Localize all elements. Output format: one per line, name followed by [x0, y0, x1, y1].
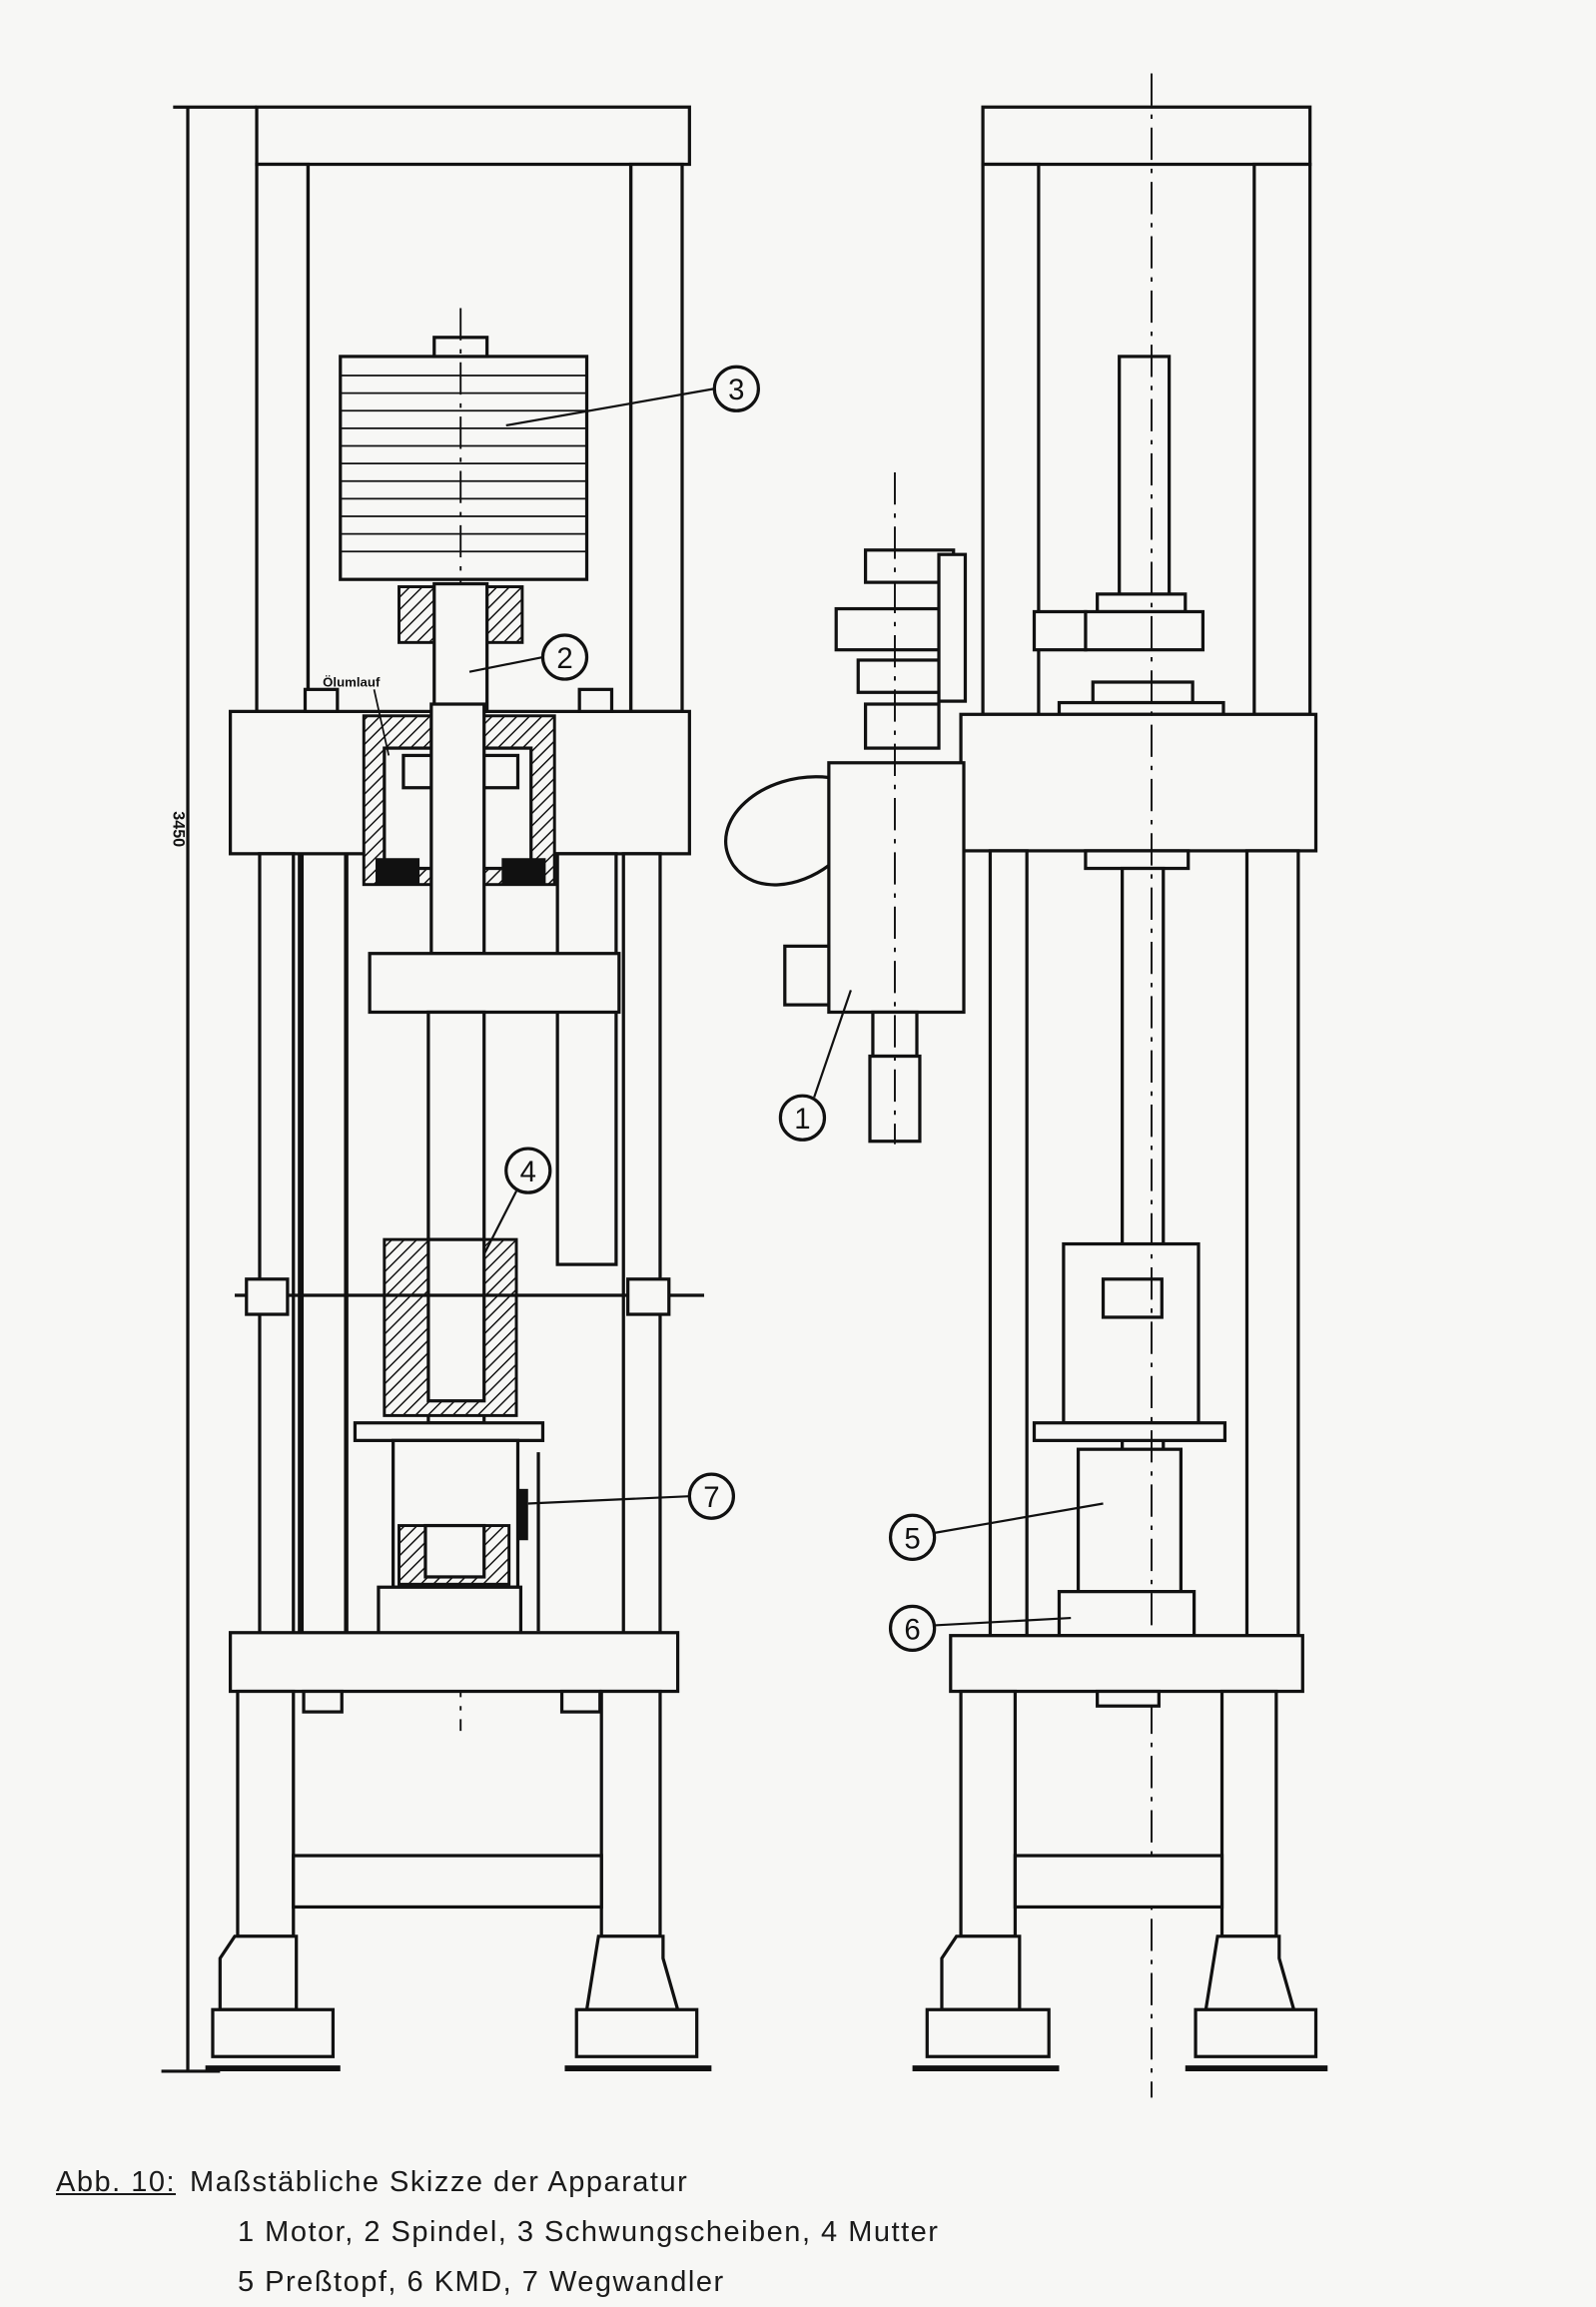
bearing-housing [362, 702, 556, 956]
dimension-label: 3450 [169, 811, 187, 847]
figure-number: Abb. 10: [56, 2166, 177, 2198]
callout-4: 4 [482, 1147, 552, 1255]
motor [724, 471, 968, 1145]
dimension-line: 3450 [161, 105, 258, 2073]
flywheel [339, 336, 589, 581]
svg-text:4: 4 [520, 1155, 536, 1188]
front-view: Ölumlauf [205, 105, 712, 2071]
legend-line-2: 5 Preßtopf, 6 KMD, 7 Wegwandler [238, 2266, 725, 2298]
press-pot [377, 1438, 523, 1655]
svg-text:7: 7 [703, 1481, 719, 1514]
side-view [724, 73, 1328, 2098]
figure-caption: Abb. 10: Maßstäbliche Skizze der Apparatu… [56, 2157, 939, 2307]
legend-line-1: 1 Motor, 2 Spindel, 3 Schwungscheiben, 4… [238, 2216, 940, 2248]
callout-6: 6 [888, 1604, 1072, 1653]
svg-text:6: 6 [904, 1613, 920, 1646]
svg-text:5: 5 [904, 1522, 920, 1555]
svg-text:1: 1 [794, 1103, 810, 1136]
callout-2: 2 [468, 633, 589, 681]
callout-1: 1 [778, 990, 852, 1142]
figure-title: Maßstäbliche Skizze der Apparatur [190, 2166, 689, 2198]
oil-circulation-label: Ölumlauf [323, 674, 381, 689]
svg-text:3: 3 [728, 374, 744, 406]
svg-text:2: 2 [556, 642, 572, 675]
callout-3: 3 [505, 365, 760, 427]
callout-5: 5 [888, 1502, 1104, 1561]
callout-7: 7 [527, 1472, 736, 1520]
nut [383, 1237, 518, 1417]
